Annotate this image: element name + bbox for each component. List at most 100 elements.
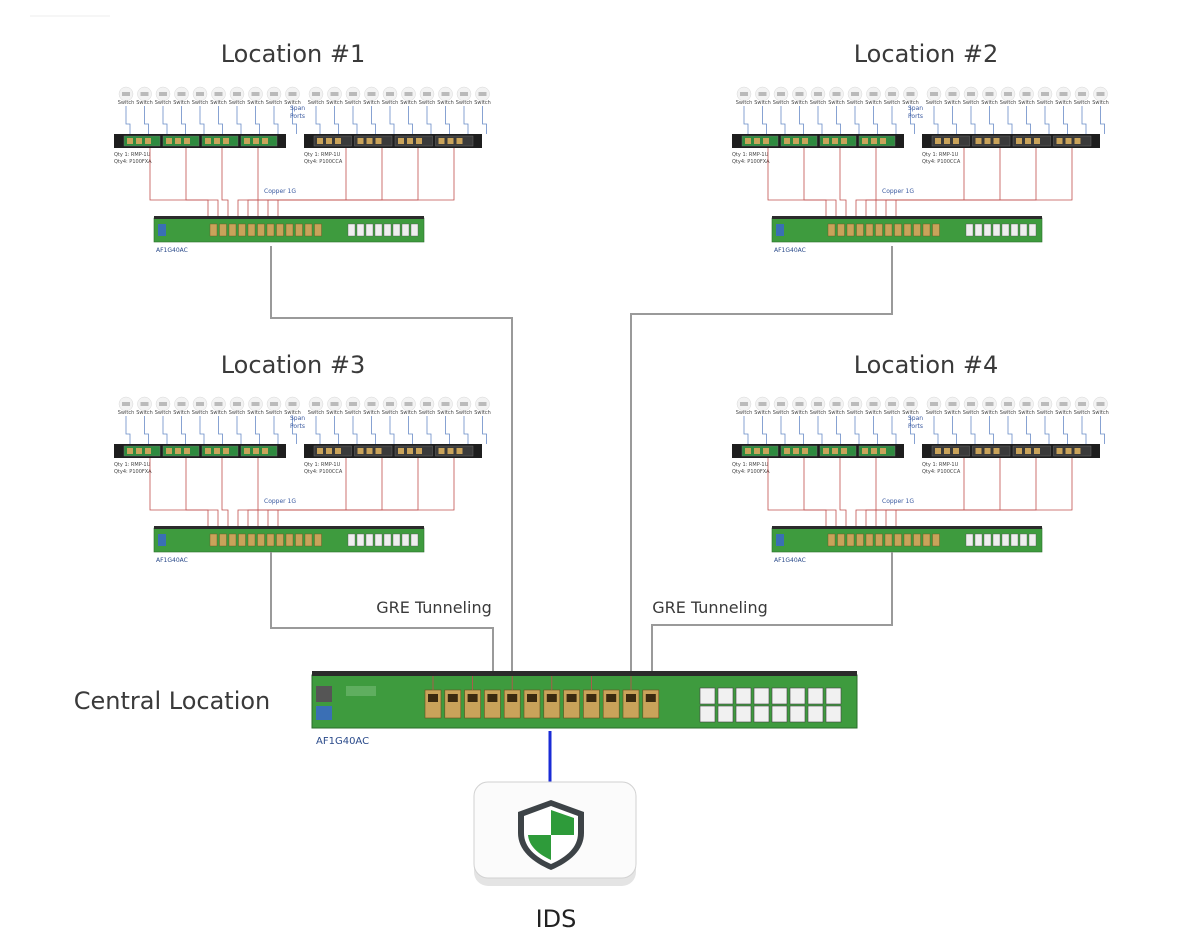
mgmt-port xyxy=(316,706,332,720)
span-link xyxy=(1063,106,1068,134)
span-device: Switch xyxy=(884,396,901,416)
uplink-location-4 xyxy=(651,552,893,682)
device-label: Switch xyxy=(791,100,808,106)
device-label: Switch xyxy=(400,100,417,106)
span-link xyxy=(144,416,149,444)
span-device: Switch xyxy=(1074,396,1090,416)
device-label: Switch xyxy=(981,410,998,416)
span-device: Switch xyxy=(773,396,789,416)
copper-label: Copper 1G xyxy=(882,498,914,505)
span-link xyxy=(125,106,131,134)
device-label: Switch xyxy=(308,410,325,416)
device-label: Switch xyxy=(155,410,172,416)
tap-link xyxy=(149,458,209,528)
ids-label: IDS xyxy=(536,905,577,933)
span-device: Switch xyxy=(736,396,752,416)
span-device: Switch xyxy=(736,86,752,106)
device-label: Switch xyxy=(847,410,864,416)
span-device: Switch xyxy=(363,86,380,106)
span-link xyxy=(445,106,450,134)
tap-link xyxy=(767,148,827,218)
span-device: Switch xyxy=(754,396,771,416)
central-copper-port xyxy=(503,676,521,719)
span-link xyxy=(255,106,260,134)
device-label: Switch xyxy=(266,410,283,416)
tap-link xyxy=(267,148,419,218)
tap-chassis-right xyxy=(922,134,1100,148)
span-device: Switch xyxy=(791,396,808,416)
tap-chassis-right xyxy=(304,444,482,458)
central-sfp-port xyxy=(807,687,824,723)
device-label: Switch xyxy=(284,410,301,416)
span-device: Switch xyxy=(155,396,172,416)
span-device: Switch xyxy=(210,86,227,106)
central-copper-port xyxy=(523,689,541,719)
device-label: Switch xyxy=(944,410,961,416)
device-label: Switch xyxy=(754,100,771,106)
span-device: Switch xyxy=(1000,86,1016,106)
tap-link xyxy=(185,458,219,528)
span-link xyxy=(952,416,957,444)
device-label: Switch xyxy=(345,100,362,106)
central-copper-ports xyxy=(424,676,660,719)
site-switch xyxy=(153,526,425,553)
device-label: Switch xyxy=(1055,410,1072,416)
tap-link xyxy=(221,458,229,528)
span-device: Switch xyxy=(400,396,417,416)
span-device: Switch xyxy=(773,86,790,106)
span-link xyxy=(854,106,860,134)
tap-chassis-left xyxy=(732,134,904,148)
tap-qty-label: Qty 1: RMP-1U xyxy=(732,462,769,468)
device-label: Switch xyxy=(1092,410,1109,416)
device-label: Switch xyxy=(884,100,901,106)
span-link xyxy=(970,106,976,134)
span-link xyxy=(144,106,149,134)
span-device: Switch xyxy=(363,396,380,416)
central-sfp-port xyxy=(699,687,716,723)
central-copper-port xyxy=(563,689,580,719)
span-device: Switch xyxy=(326,86,343,106)
device-label: Switch xyxy=(118,100,135,106)
device-label: Switch xyxy=(266,100,283,106)
device-label: Switch xyxy=(884,410,901,416)
device-label: Switch xyxy=(754,410,771,416)
span-device: Switch xyxy=(247,396,264,416)
site-switch xyxy=(771,216,1043,243)
span-device: Switch xyxy=(1037,396,1053,416)
span-device: Switch xyxy=(981,86,998,106)
central-switch-top-edge xyxy=(312,671,857,676)
span-link xyxy=(1081,416,1087,444)
device-label: Switch xyxy=(1000,410,1017,416)
span-ports-label-2: Ports xyxy=(290,113,305,120)
tap-qty-label-2: Qty4: P100CCA xyxy=(304,469,343,475)
span-ports-label-2: Ports xyxy=(908,113,923,120)
span-link xyxy=(1081,106,1087,134)
device-label: Switch xyxy=(419,410,436,416)
location-1-title: Location #1 xyxy=(221,40,366,68)
span-device: Switch xyxy=(345,86,362,106)
gre-label-left: GRE Tunneling xyxy=(376,598,492,617)
device-label: Switch xyxy=(118,410,135,416)
tap-chassis-left xyxy=(114,134,286,148)
span-link xyxy=(836,416,841,444)
uplink-location-3 xyxy=(270,552,494,682)
span-ports-label: Span xyxy=(908,105,923,112)
location-3-title: Location #3 xyxy=(221,351,366,379)
span-link xyxy=(463,416,469,444)
span-device: Switch xyxy=(437,86,454,106)
uplink-location-2 xyxy=(630,246,893,682)
span-link xyxy=(1100,106,1105,134)
device-label: Switch xyxy=(382,100,399,106)
span-link xyxy=(273,416,279,444)
span-device: Switch xyxy=(1018,86,1035,106)
span-device: Switch xyxy=(963,86,979,106)
span-link xyxy=(743,106,749,134)
span-link xyxy=(389,416,395,444)
span-device: Switch xyxy=(1018,396,1035,416)
tap-link xyxy=(885,148,1037,218)
device-label: Switch xyxy=(173,410,190,416)
tap-link xyxy=(221,148,229,218)
device-label: Switch xyxy=(773,100,790,106)
span-device: Switch xyxy=(944,396,961,416)
